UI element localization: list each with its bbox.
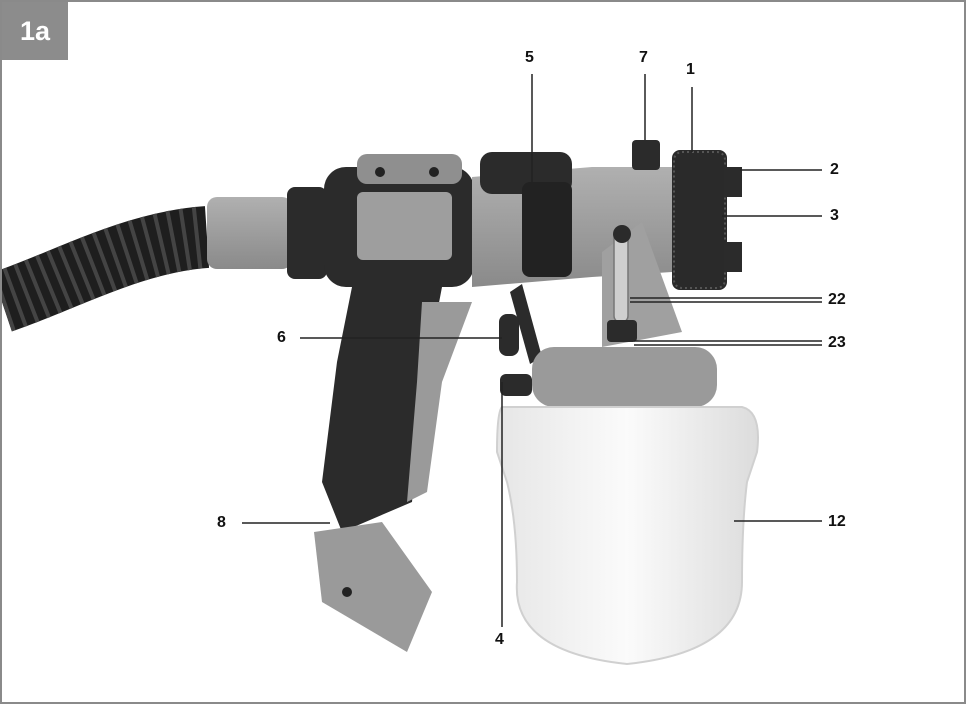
flow-regulator <box>499 314 519 356</box>
trigger-housing <box>522 182 572 277</box>
housing-panel <box>357 192 452 260</box>
hose-coupling <box>207 197 292 269</box>
tube-nut <box>607 320 637 342</box>
figure-label: 1a <box>2 2 68 60</box>
suction-tube <box>613 231 629 323</box>
callout-23: 23 <box>828 334 846 351</box>
hose <box>2 206 210 332</box>
container-lid <box>532 347 717 407</box>
callout-7: 7 <box>639 49 648 66</box>
callout-8: 8 <box>217 514 226 531</box>
callout-12: 12 <box>828 513 846 530</box>
nozzle-tip-top <box>724 167 742 197</box>
coupling-nut <box>287 187 327 279</box>
callout-5: 5 <box>525 49 534 66</box>
nozzle-tip-bottom <box>724 242 742 272</box>
locking-lever <box>500 374 532 396</box>
leader-lines <box>242 74 822 627</box>
adjuster-knob <box>632 140 660 170</box>
callout-1: 1 <box>686 61 695 78</box>
callout-6: 6 <box>277 329 286 346</box>
callout-22: 22 <box>828 291 846 308</box>
callout-2: 2 <box>830 161 839 178</box>
callout-4: 4 <box>495 631 504 648</box>
paint-container <box>495 406 759 666</box>
callout-3: 3 <box>830 207 839 224</box>
trigger <box>510 284 542 364</box>
handle-base <box>314 522 432 652</box>
handle-back <box>407 302 472 502</box>
air-cap-ring <box>672 150 727 290</box>
top-cover <box>357 154 462 184</box>
